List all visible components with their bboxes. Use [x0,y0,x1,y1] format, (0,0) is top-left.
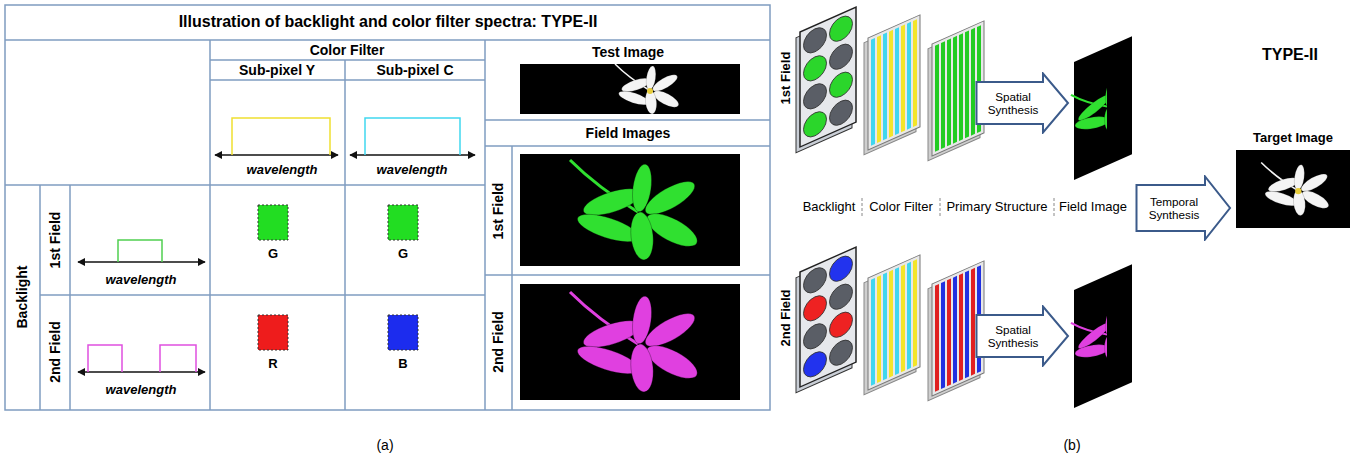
column-header: Field Images [586,125,671,141]
column-header: Test Image [592,44,664,60]
panel-label: (a) [376,437,393,453]
type-label: TYPE-II [1262,46,1318,64]
arrow-text: Temporal Synthesis [1135,195,1213,222]
flower-image [520,64,740,400]
row-header: 2nd Field [779,289,794,346]
column-header: Sub-pixel Y [239,62,315,78]
stage-label: Primary Structure [946,200,1047,215]
block-arrow: Spatial Synthesis [975,305,1070,367]
block-arrow: Spatial Synthesis [975,72,1070,134]
row-header: 2nd Field [47,321,63,382]
axis-label: wavelength [106,273,177,288]
table-cell: R [268,357,277,372]
stage-label: Color Filter [869,200,933,215]
row-header: 1st Field [490,183,506,240]
axis-label: wavelength [106,383,177,398]
column-header: Sub-pixel C [376,62,453,78]
row-header: 2nd Field [490,311,506,372]
spectrum-plot [78,118,475,372]
stage-label: Field Image [1059,200,1127,215]
block-arrow: Temporal Synthesis [1135,175,1232,241]
table-cell: G [268,247,278,262]
row-header: 1st Field [779,52,794,105]
target-image [1236,150,1350,228]
color-cell [258,205,418,350]
image-title: Target Image [1253,131,1333,146]
table-cell: B [398,357,407,372]
table-grid [5,5,770,410]
axis-label: wavelength [377,163,448,178]
column-header: Color Filter [310,42,385,58]
stage-separator [862,198,1054,217]
field-image [1071,31,1144,409]
arrow-text: Spatial Synthesis [975,90,1051,117]
axis-label: wavelength [247,163,318,178]
arrow-text: Spatial Synthesis [975,323,1051,350]
panel-title: Illustration of backlight and color filt… [179,13,598,31]
panel-label: (b) [1063,437,1080,453]
table-cell: G [398,247,408,262]
row-header: 1st Field [47,212,63,269]
row-header: Backlight [14,265,30,328]
backlight-panel [796,7,856,393]
stage-label: Backlight [803,200,856,215]
